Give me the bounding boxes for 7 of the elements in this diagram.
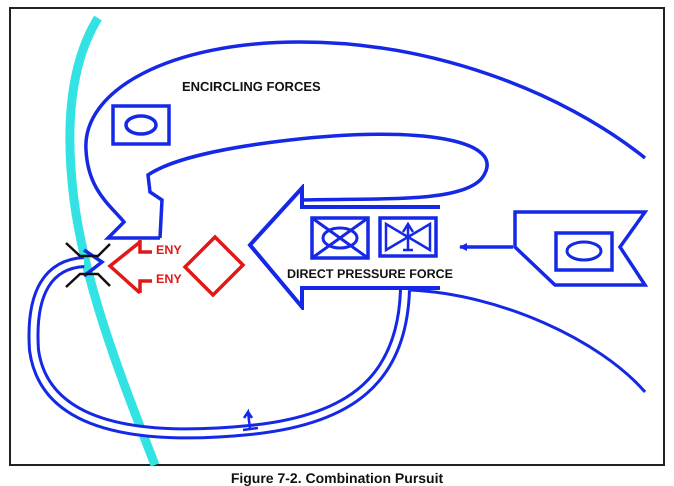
- arrow: [459, 243, 513, 251]
- force-label: ENCIRCLING FORCES: [182, 80, 321, 93]
- figure-caption: Figure 7-2. Combination Pursuit: [230, 471, 444, 485]
- reserve-unit-chevron: [513, 209, 648, 289]
- enemy-label: ENY: [156, 273, 182, 286]
- enemy-label: ENY: [156, 244, 182, 256]
- force-label: DIRECT PRESSURE FORCE: [287, 268, 453, 280]
